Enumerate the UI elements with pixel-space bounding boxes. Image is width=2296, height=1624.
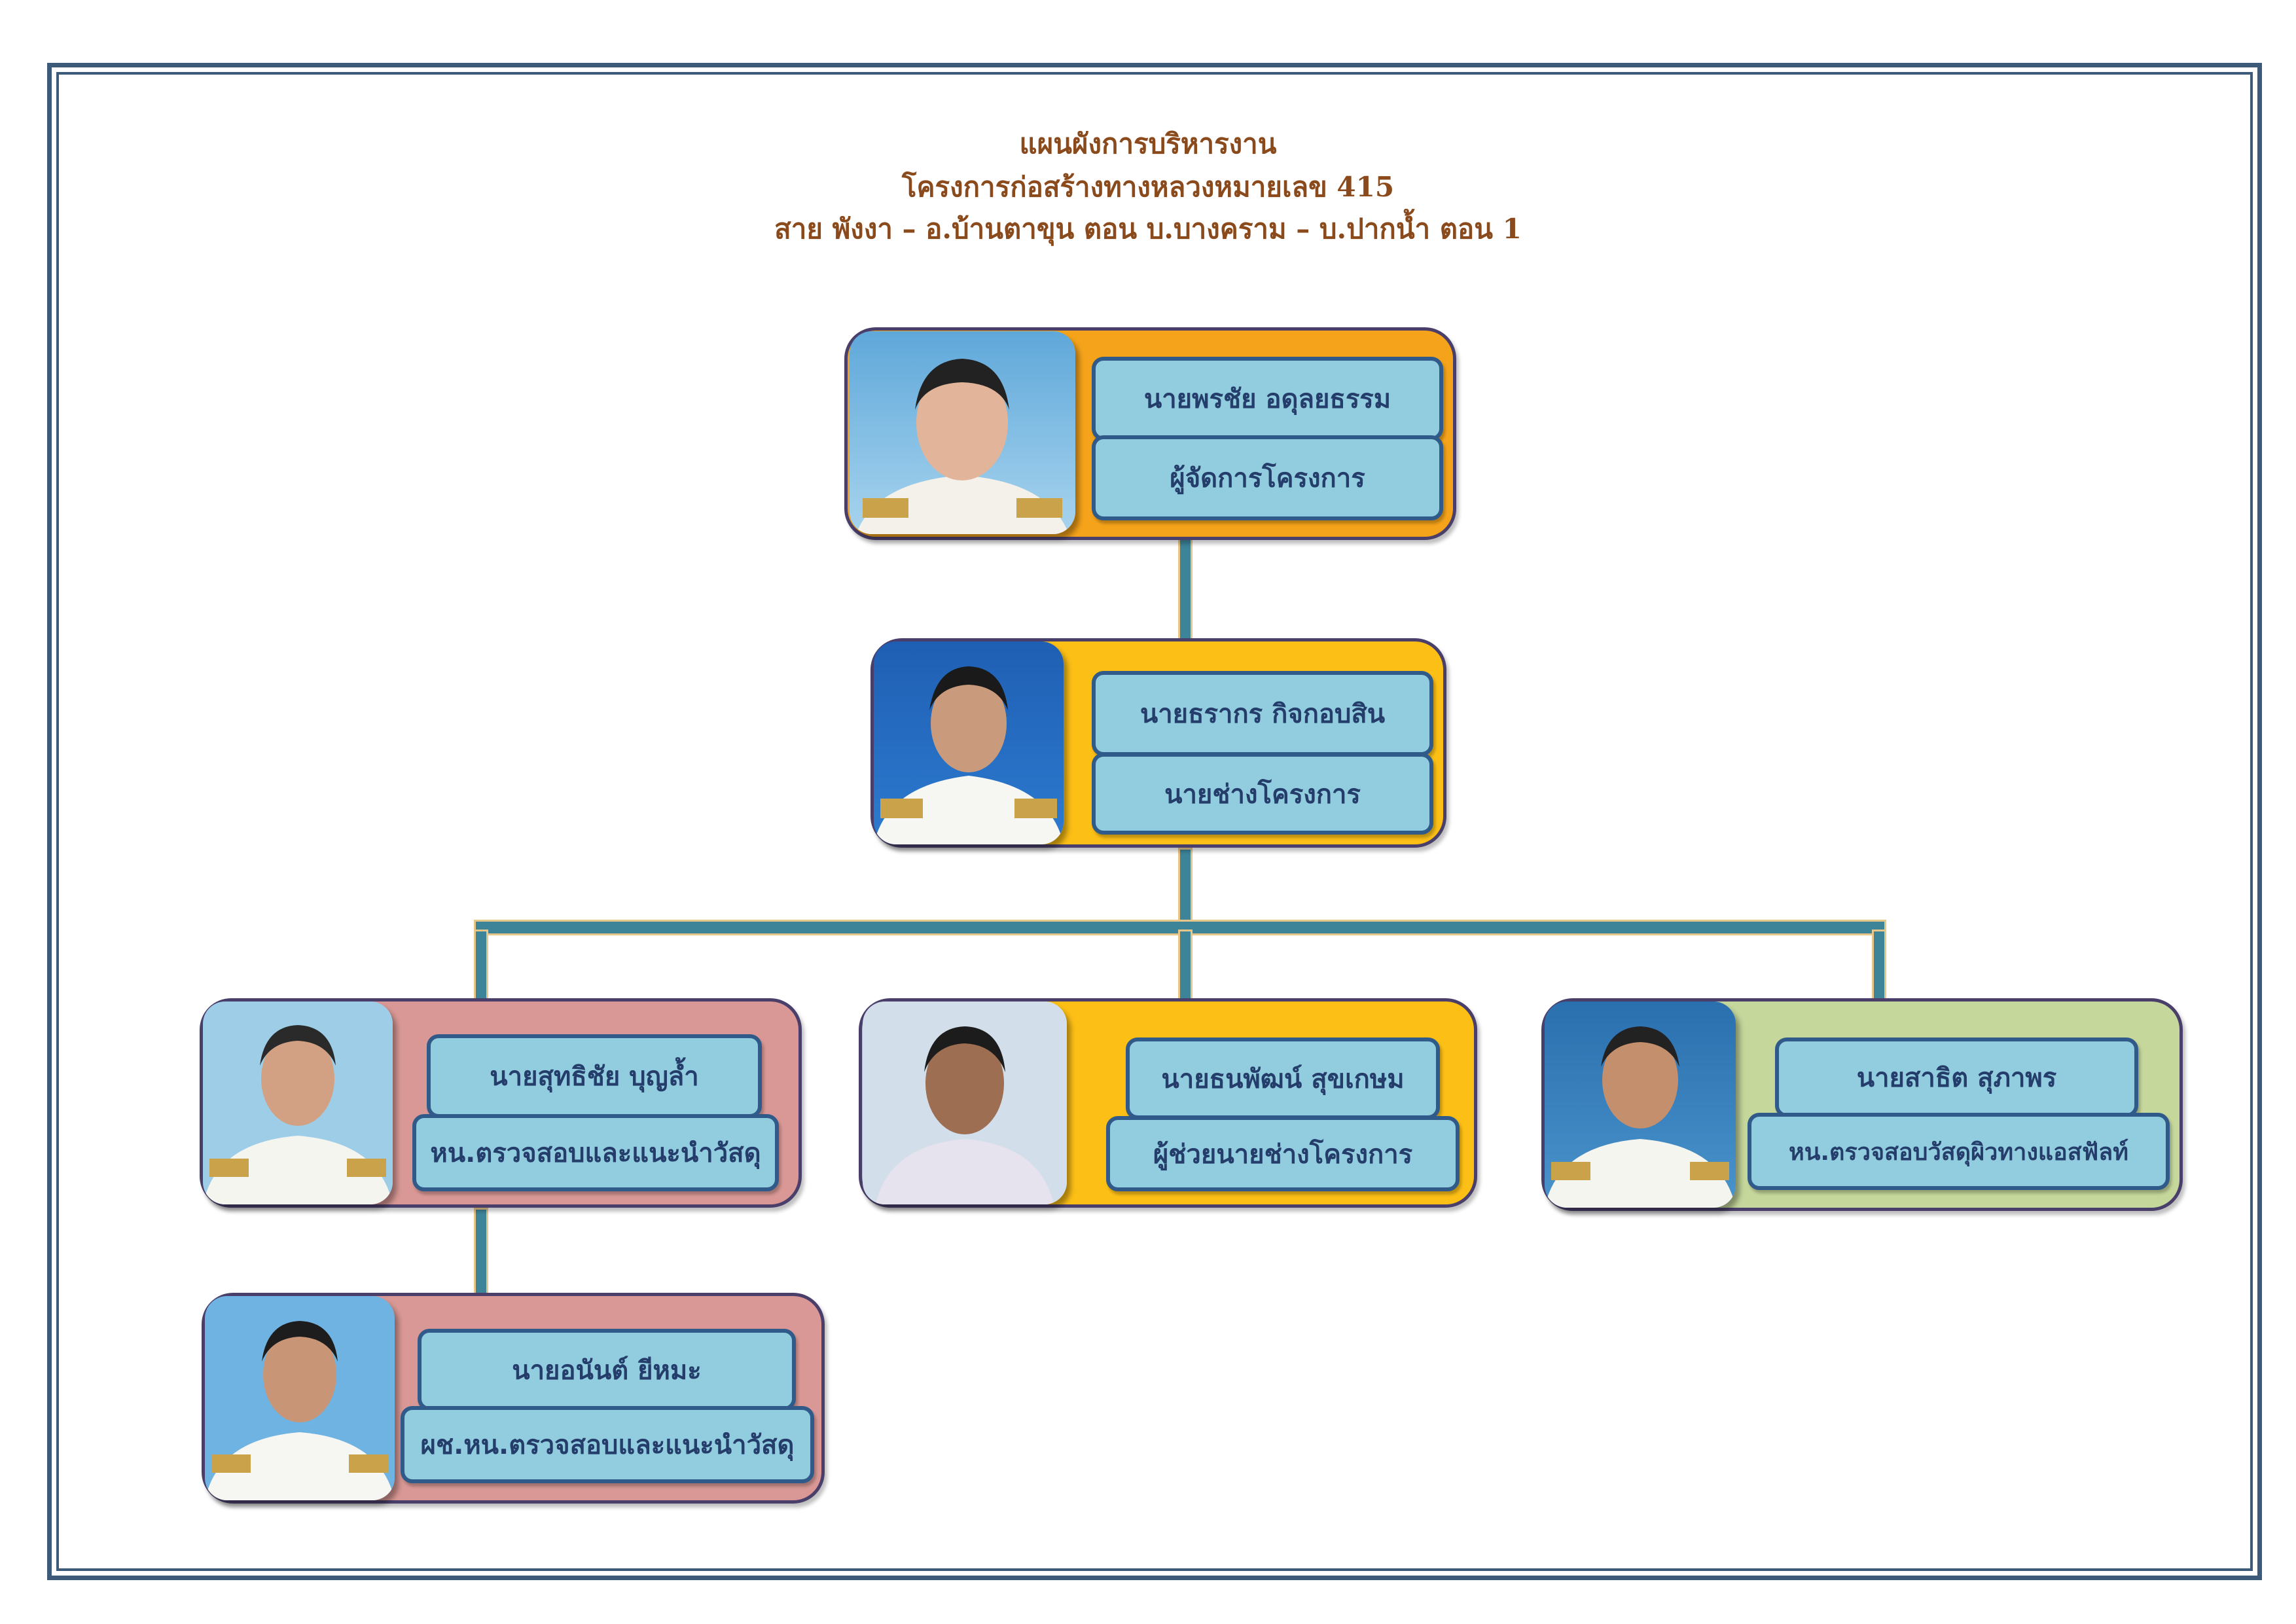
chart-subtitle-route: สาย พังงา – อ.บ้านตาขุน ตอน บ.บางคราม – … xyxy=(774,213,1522,245)
engineer-role: นายช่างโครงการ xyxy=(1092,753,1433,835)
materials-assistant-name: นายอนันต์ ยีหมะ xyxy=(418,1329,796,1411)
chart-subtitle-project: โครงการก่อสร้างทางหลวงหมายเลข 415 xyxy=(901,171,1395,203)
connector-manager-engineer xyxy=(1178,537,1193,641)
connector-bus-right xyxy=(1872,929,1886,1001)
page-border-inner xyxy=(56,72,2253,1571)
manager-role: ผู้จัดการโครงการ xyxy=(1092,435,1443,520)
photo-manager xyxy=(850,331,1075,534)
chart-title: แผนผังการบริหารงาน xyxy=(1019,128,1277,160)
materials-head-role: หน.ตรวจสอบและแนะนำวัสดุ xyxy=(412,1114,779,1191)
engineer-name: นายธรากร กิจกอบสิน xyxy=(1092,671,1433,756)
photo-materials-assistant xyxy=(205,1296,395,1500)
connector-materials-assistant xyxy=(474,1208,488,1299)
assistant-engineer-role: ผู้ช่วยนายช่างโครงการ xyxy=(1106,1116,1460,1191)
asphalt-head-role: หน.ตรวจสอบวัสดุผิวทางแอสฟัลท์ xyxy=(1748,1113,2170,1190)
materials-assistant-role: ผช.หน.ตรวจสอบและแนะนำวัสดุ xyxy=(401,1406,814,1483)
photo-materials-head xyxy=(203,1001,393,1204)
materials-head-name: นายสุทธิชัย บุญล้ำ xyxy=(427,1034,762,1118)
connector-engineer-bus xyxy=(1178,848,1193,926)
page-border-outer xyxy=(47,63,2262,1580)
assistant-engineer-name: นายธนพัฒน์ สุขเกษม xyxy=(1126,1038,1440,1119)
connector-bus-center xyxy=(1178,929,1193,1001)
photo-engineer xyxy=(874,641,1064,844)
photo-asphalt-head xyxy=(1545,1001,1736,1208)
connector-bus-left xyxy=(474,929,488,1001)
photo-assistant-engineer xyxy=(863,1001,1067,1204)
asphalt-head-name: นายสาธิต สุภาพร xyxy=(1775,1038,2138,1117)
manager-name: นายพรชัย อดุลยธรรม xyxy=(1092,357,1443,441)
